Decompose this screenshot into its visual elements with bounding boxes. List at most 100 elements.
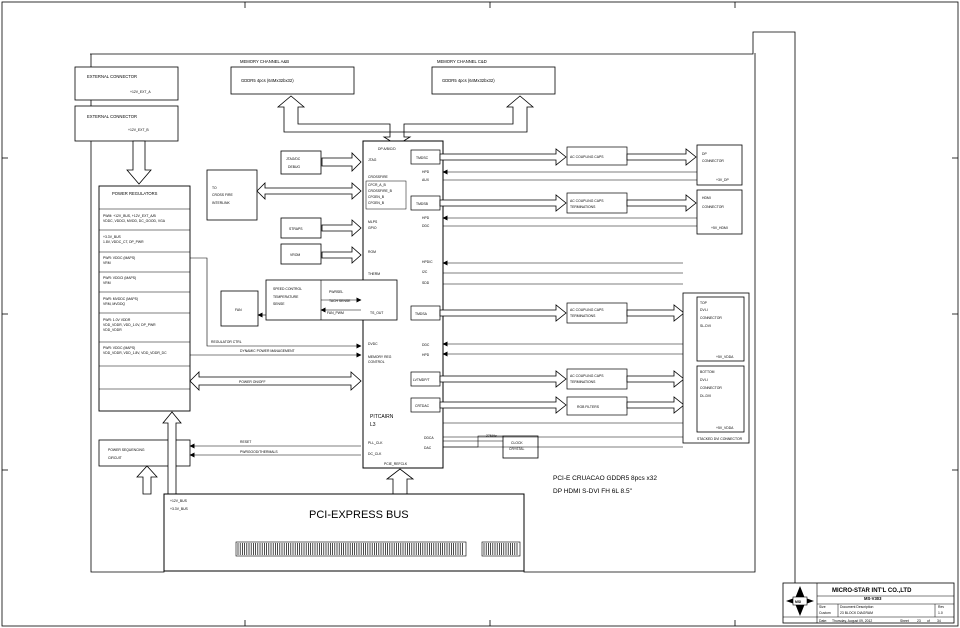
dynamic-pm-label: DYNAMIC POWER MANAGEMENT	[240, 349, 295, 353]
svg-text:of: of	[927, 619, 930, 623]
svg-text:RGB FILTERS: RGB FILTERS	[577, 405, 600, 409]
svg-text:+12V_EXT_A: +12V_EXT_A	[130, 90, 151, 94]
svg-text:+5V_HDMI: +5V_HDMI	[711, 226, 728, 230]
svg-text:TERMINATIONS: TERMINATIONS	[570, 205, 596, 209]
svg-text:MICRO-STAR INT'L CO.,LTD: MICRO-STAR INT'L CO.,LTD	[832, 588, 912, 594]
fan-block: FAN	[220, 290, 259, 327]
svg-text:PWR: VDDC (MAPS): PWR: VDDC (MAPS)	[103, 256, 135, 260]
svg-text:PWR: 1.0V VDDR: PWR: 1.0V VDDR	[103, 318, 131, 322]
svg-text:SENSE: SENSE	[273, 302, 285, 306]
svg-text:DAC: DAC	[424, 446, 432, 450]
svg-text:AUX: AUX	[422, 178, 430, 182]
svg-text:DDC: DDC	[422, 224, 430, 228]
svg-text:EXTERNAL CONNECTOR: EXTERNAL CONNECTOR	[87, 74, 137, 79]
stacked-dvi-connector: TOP DVI-I CONNECTOR SL-DVI +5V_VDDA BOTT…	[682, 292, 750, 444]
svg-text:TMDSA: TMDSA	[415, 312, 428, 316]
svg-text:SL-DVI: SL-DVI	[700, 324, 711, 328]
svg-text:CONNECTOR: CONNECTOR	[700, 316, 722, 320]
svg-text:Size: Size	[819, 605, 826, 609]
svg-text:MLPS: MLPS	[368, 220, 378, 224]
svg-text:CROSSFIRE_B: CROSSFIRE_B	[368, 189, 393, 193]
svg-text:CROSSFIRE: CROSSFIRE	[368, 175, 389, 179]
svg-text:INTERLINK: INTERLINK	[212, 201, 230, 205]
svg-text:TEMPERATURE: TEMPERATURE	[273, 295, 299, 299]
crossfire-interlink-block: TO CROSS FIRE INTERLINK	[206, 169, 258, 221]
memory-bus-arrow	[276, 95, 535, 146]
svg-text:AC COUPLING CAPS: AC COUPLING CAPS	[570, 199, 604, 203]
svg-text:DC_CLK: DC_CLK	[368, 452, 382, 456]
svg-text:MS-V303: MS-V303	[864, 596, 882, 601]
svg-text:DVI-I: DVI-I	[700, 308, 708, 312]
svg-text:PITCAIRN: PITCAIRN	[370, 414, 394, 420]
svg-text:34: 34	[937, 619, 941, 623]
note-line-1: PCI-E CRUACAO GDDR5 8pcs x32	[553, 475, 657, 482]
ac-coupling-blocks: AC COUPLING CAPS AC COUPLING CAPS TERMIN…	[566, 146, 628, 416]
svg-text:GPIO: GPIO	[368, 226, 377, 230]
svg-text:VROM: VROM	[290, 253, 300, 257]
svg-text:Sheet: Sheet	[900, 619, 909, 623]
vrom-block: VROM	[280, 243, 322, 265]
svg-text:SPEED CONTROL: SPEED CONTROL	[273, 287, 302, 291]
svg-text:STRAPS: STRAPS	[289, 227, 303, 231]
svg-text:HPD: HPD	[422, 216, 430, 220]
clock-crystal-block: CLOCK CRYSTAL 27MHz	[486, 434, 539, 459]
pwr-good-label: PWRGOOD/THERMALS	[240, 450, 278, 454]
memory-channel-ab: MEMORY CHANNEL A&B GDDR5 4pcs (64Mx32bx3…	[230, 59, 355, 95]
power-regulators: POWER REGULATORS PWM: +12V_BUS, +12V_EXT…	[98, 185, 191, 412]
right-bus-arrows	[439, 148, 697, 414]
svg-text:FAN: FAN	[235, 308, 242, 312]
svg-text:STACKED DVI CONNECTOR: STACKED DVI CONNECTOR	[697, 437, 743, 441]
svg-text:VRM: VRM	[103, 261, 111, 265]
left-signal-lines	[189, 257, 503, 458]
svg-text:SDD: SDD	[422, 281, 430, 285]
svg-text:Date:: Date:	[819, 619, 827, 623]
svg-text:23: 23	[917, 619, 921, 623]
external-connector-a: EXTERNAL CONNECTOR +12V_EXT_A	[74, 66, 179, 101]
svg-text:L3: L3	[370, 422, 376, 428]
svg-text:CFGEN_B: CFGEN_B	[368, 201, 385, 205]
svg-text:CFCR_A_B: CFCR_A_B	[368, 183, 386, 187]
svg-text:AC COUPLING CAPS: AC COUPLING CAPS	[570, 308, 604, 312]
svg-text:AC COUPLING CAPS: AC COUPLING CAPS	[570, 155, 604, 159]
svg-text:HPD/C: HPD/C	[422, 260, 433, 264]
svg-text:+5V_VDDA: +5V_VDDA	[716, 355, 734, 359]
svg-text:CONNECTOR: CONNECTOR	[700, 386, 722, 390]
svg-text:TS_OUT: TS_OUT	[370, 311, 383, 315]
svg-text:PWRSEL: PWRSEL	[329, 290, 343, 294]
svg-text:TMDSC: TMDSC	[416, 156, 429, 160]
svg-text:AC COUPLING CAPS: AC COUPLING CAPS	[570, 374, 604, 378]
svg-text:VRM: VRM	[103, 281, 111, 285]
svg-text:+3.3V_BUS: +3.3V_BUS	[170, 507, 189, 511]
dp-connector: DP CONNECTOR +3V_DP	[696, 144, 743, 186]
svg-text:23 BLOCK DIAGRAM: 23 BLOCK DIAGRAM	[840, 611, 873, 615]
svg-text:HDMI: HDMI	[702, 196, 711, 200]
svg-text:VDD_VDDR: VDD_VDDR	[103, 328, 122, 332]
svg-text:CONNECTOR: CONNECTOR	[702, 205, 724, 209]
left-bus-arrows	[136, 152, 415, 495]
straps-block: STRAPS	[280, 217, 322, 239]
svg-text:BOTTOM: BOTTOM	[700, 370, 715, 374]
svg-text:MEMORY REG: MEMORY REG	[368, 355, 392, 359]
svg-text:DEBUG: DEBUG	[288, 165, 300, 169]
svg-text:Custom: Custom	[819, 611, 831, 615]
svg-text:LVTMDP/T: LVTMDP/T	[413, 378, 430, 382]
svg-text:THERM: THERM	[368, 272, 380, 276]
external-power-arrow	[126, 140, 152, 185]
svg-text:I2C: I2C	[422, 270, 428, 274]
svg-text:POWER SEQUENCING: POWER SEQUENCING	[108, 448, 145, 452]
svg-text:1.8V, VDDC_CT, DP_PWR: 1.8V, VDDC_CT, DP_PWR	[103, 240, 144, 244]
svg-text:VDDC, VDDCI, MVDD, DC_GOOD, VG: VDDC, VDDCI, MVDD, DC_GOOD, VGA	[103, 219, 166, 223]
svg-text:JTAG/DC: JTAG/DC	[286, 157, 301, 161]
svg-text:DDCA: DDCA	[424, 436, 434, 440]
right-signal-lines	[442, 169, 697, 448]
svg-text:DDC: DDC	[422, 343, 430, 347]
svg-text:DL-DVI: DL-DVI	[700, 394, 711, 398]
svg-text:PCI-EXPRESS BUS: PCI-EXPRESS BUS	[309, 509, 409, 521]
svg-text:GDDR5 4pcs (64Mx32bx32): GDDR5 4pcs (64Mx32bx32)	[442, 78, 495, 83]
svg-text:CONNECTOR: CONNECTOR	[702, 159, 724, 163]
svg-text:TACH SENSE: TACH SENSE	[329, 299, 351, 303]
svg-text:+3.3V_BUS: +3.3V_BUS	[103, 235, 122, 239]
svg-text:MSI: MSI	[795, 600, 801, 604]
